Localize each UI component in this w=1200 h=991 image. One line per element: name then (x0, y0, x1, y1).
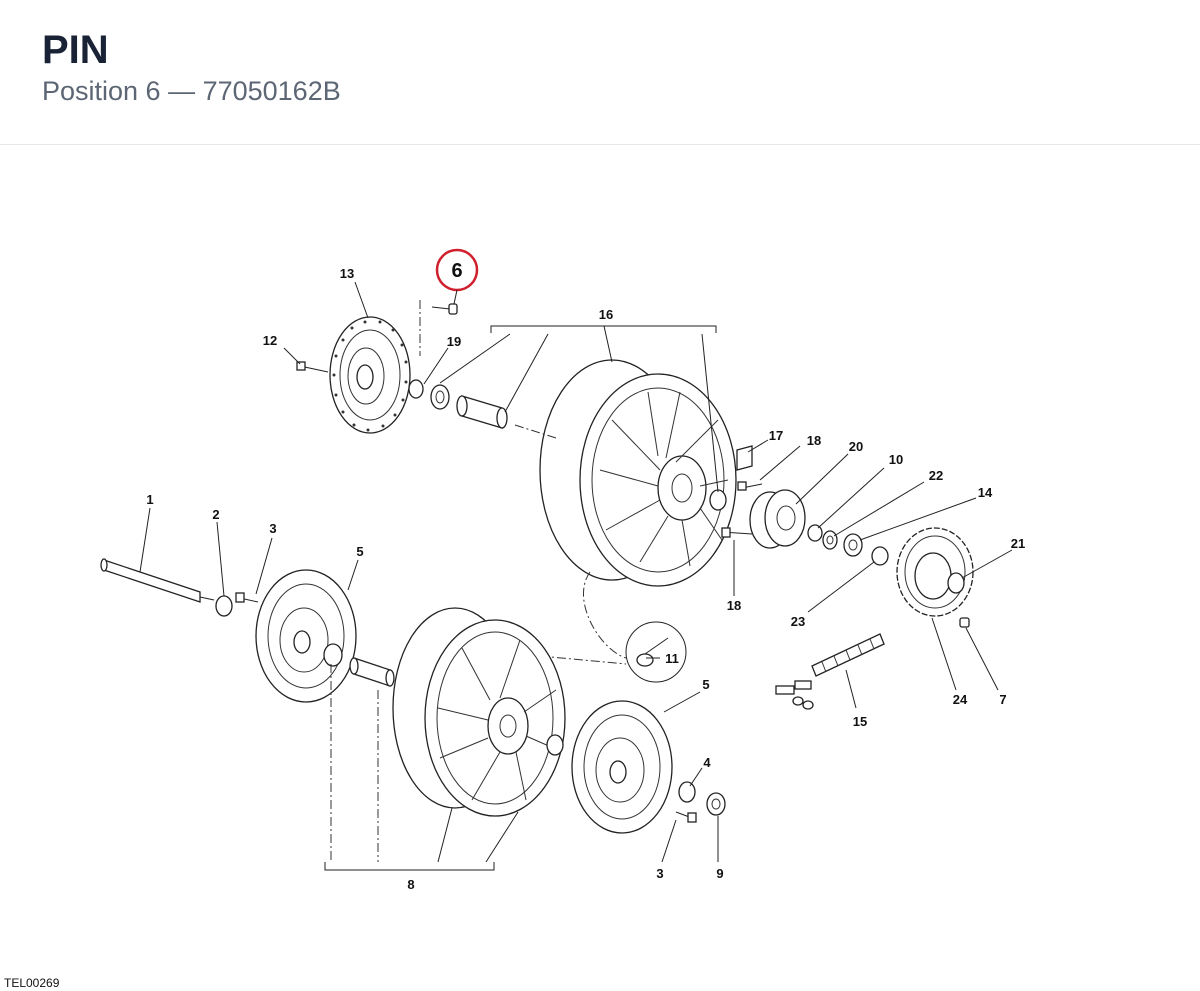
callout-labels: 1 2 3 5 13 12 19 16 17 18 20 10 22 14 21… (146, 266, 1025, 892)
callout-18-lower: 18 (727, 598, 741, 613)
front-nut-set (675, 781, 726, 823)
callout-13: 13 (340, 266, 354, 281)
exploded-parts-diagram: 1 2 3 5 13 12 19 16 17 18 20 10 22 14 21… (100, 248, 1025, 892)
leader-lines (139, 281, 1013, 863)
drive-chain (775, 633, 885, 710)
page-title: PIN (42, 28, 109, 72)
front-brake-disc-left (255, 569, 357, 703)
callout-16: 16 (599, 307, 613, 322)
callout-21: 21 (1011, 536, 1025, 551)
bracket-8 (324, 664, 519, 871)
callout-11: 11 (665, 651, 679, 666)
callout-12: 12 (263, 333, 277, 348)
callout-23: 23 (791, 614, 805, 629)
callout-22: 22 (929, 468, 943, 483)
valve-detail (539, 571, 687, 683)
callout-10: 10 (889, 452, 903, 467)
callout-18: 18 (807, 433, 821, 448)
rear-brake-disc (329, 316, 411, 434)
front-brake-disc-right (571, 700, 673, 834)
callout-20: 20 (849, 439, 863, 454)
callout-1: 1 (146, 492, 153, 507)
front-axle (100, 558, 215, 603)
callout-5-right: 5 (702, 677, 709, 692)
callout-6: 6 (451, 260, 462, 282)
callout-5: 5 (356, 544, 363, 559)
callout-3-lower: 3 (656, 866, 663, 881)
callout-9: 9 (716, 866, 723, 881)
front-wheel (392, 607, 566, 817)
sprocket-carrier (721, 445, 806, 549)
callout-3: 3 (269, 521, 276, 536)
callout-2: 2 (212, 507, 219, 522)
rear-sprocket (896, 527, 974, 628)
callout-14: 14 (978, 485, 993, 500)
pin-6 (419, 300, 458, 356)
header: PIN Position 6 — 77050162B (0, 0, 1200, 145)
callout-24: 24 (953, 692, 968, 707)
front-spacer-tube (349, 657, 395, 687)
bolt-12 (296, 361, 329, 373)
rear-wheel (514, 359, 737, 587)
callout-19: 19 (447, 334, 461, 349)
highlighted-callout-6[interactable]: 6 (435, 248, 479, 305)
callout-4: 4 (703, 755, 711, 770)
front-spacer-2 (215, 592, 259, 617)
callout-15: 15 (853, 714, 867, 729)
drawing-code: TEL00269 (4, 976, 60, 990)
page-subtitle: Position 6 — 77050162B (42, 76, 341, 106)
callout-8: 8 (407, 877, 414, 892)
callout-17: 17 (769, 428, 783, 443)
spacer-19 (408, 379, 508, 429)
bracket-16 (439, 325, 719, 493)
axle-nut-set (807, 524, 889, 566)
callout-7: 7 (999, 692, 1006, 707)
